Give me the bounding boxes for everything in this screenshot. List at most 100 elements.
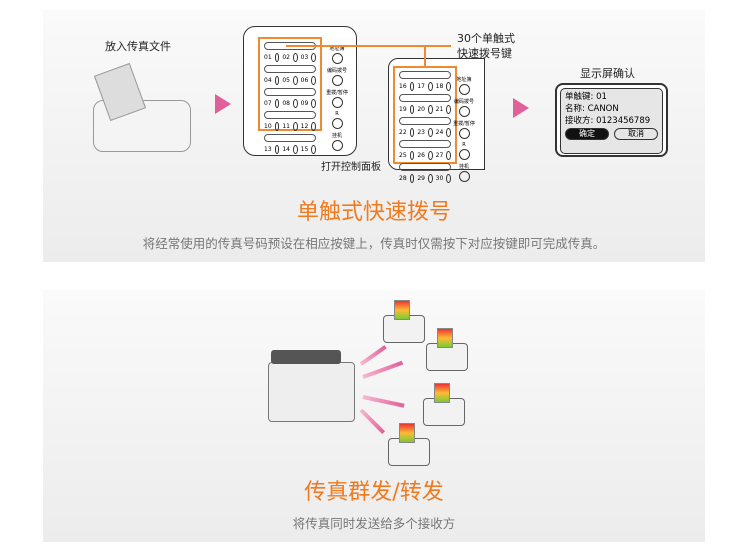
key-button-icon[interactable]: [292, 145, 298, 154]
key-button-icon[interactable]: [409, 82, 415, 91]
key-button-icon[interactable]: [292, 122, 298, 131]
speed-key[interactable]: 18: [435, 83, 444, 90]
key-button-icon[interactable]: [427, 105, 433, 114]
key-label-strip: [264, 134, 316, 142]
key-button-icon[interactable]: [292, 99, 298, 108]
key-button-icon[interactable]: [427, 82, 433, 91]
speed-key[interactable]: 12: [300, 123, 309, 130]
speed-key[interactable]: 30: [435, 175, 444, 182]
key-button-icon[interactable]: [274, 99, 280, 108]
side-button[interactable]: [458, 149, 470, 160]
side-button[interactable]: [458, 171, 470, 182]
speed-key[interactable]: 15: [300, 146, 309, 153]
arrow-icon: [359, 408, 386, 435]
key-button-icon[interactable]: [292, 53, 298, 62]
key-button-icon[interactable]: [427, 128, 433, 137]
printer-scanner: [271, 350, 341, 364]
speed-key[interactable]: 06: [300, 77, 309, 84]
speed-key[interactable]: 23: [417, 129, 425, 136]
speed-key[interactable]: 21: [435, 106, 444, 113]
speed-key[interactable]: 08: [282, 100, 290, 107]
speed-key[interactable]: 07: [264, 100, 272, 107]
key-label-strip: [399, 163, 451, 171]
key-button-icon[interactable]: [311, 99, 316, 108]
side-button[interactable]: [331, 75, 343, 86]
speed-key[interactable]: 29: [417, 175, 425, 182]
speed-key[interactable]: 14: [282, 146, 290, 153]
fax-receiver-icon: [383, 300, 425, 343]
key-label-strip: [264, 88, 316, 96]
speed-key[interactable]: 11: [282, 123, 290, 130]
arrow-icon: [362, 360, 404, 379]
section-description: 将传真同时发送给多个接收方: [292, 516, 456, 531]
key-button-icon[interactable]: [274, 76, 280, 85]
key-button-icon[interactable]: [427, 174, 433, 183]
speed-key[interactable]: 26: [417, 152, 425, 159]
screen-line2: 名称: CANON: [565, 104, 619, 114]
side-button[interactable]: [331, 53, 343, 64]
key-button-icon[interactable]: [409, 105, 415, 114]
key-button-icon[interactable]: [427, 151, 433, 160]
key-button-icon[interactable]: [409, 128, 415, 137]
section-title: 传真群发/转发: [304, 480, 444, 505]
key-button-icon[interactable]: [446, 174, 451, 183]
side-button-label: 地址簿: [329, 46, 345, 52]
speed-key[interactable]: 09: [300, 100, 309, 107]
arrow-icon: [513, 98, 529, 118]
fax-receiver-icon: [388, 423, 430, 466]
key-button-icon[interactable]: [274, 53, 280, 62]
arrow-icon: [359, 345, 387, 366]
key-button-icon[interactable]: [409, 151, 415, 160]
speed-key[interactable]: 17: [417, 83, 425, 90]
fax-receiver-icon: [426, 328, 468, 371]
speed-key[interactable]: 16: [399, 83, 407, 90]
key-label-strip: [399, 71, 451, 79]
cancel-button[interactable]: 取消: [614, 128, 658, 140]
speed-key[interactable]: 03: [300, 54, 309, 61]
speed-key[interactable]: 24: [435, 129, 444, 136]
confirm-button[interactable]: 确定: [565, 128, 609, 140]
key-button-icon[interactable]: [446, 82, 451, 91]
key-button-icon[interactable]: [311, 145, 316, 154]
arrow-icon: [215, 94, 231, 114]
side-button[interactable]: [331, 140, 343, 151]
step3-label: 显示屏确认: [580, 67, 635, 80]
speed-key[interactable]: 28: [399, 175, 407, 182]
side-button-label: 重拨/暂停: [453, 121, 475, 127]
key-label-strip: [264, 111, 316, 119]
speed-key[interactable]: 22: [399, 129, 407, 136]
speed-key[interactable]: 20: [417, 106, 425, 113]
side-button[interactable]: [458, 106, 470, 117]
speed-key[interactable]: 13: [264, 146, 272, 153]
key-button-icon[interactable]: [311, 122, 316, 131]
side-button-label: 编码拨号: [453, 99, 474, 105]
speed-key[interactable]: 04: [264, 77, 272, 84]
key-button-icon[interactable]: [446, 128, 451, 137]
side-button-label: 挂机: [458, 164, 469, 170]
speed-key[interactable]: 19: [399, 106, 407, 113]
key-button-icon[interactable]: [292, 76, 298, 85]
speed-key[interactable]: 05: [282, 77, 290, 84]
fax-receiver-icon: [423, 383, 465, 426]
side-button[interactable]: [458, 84, 470, 95]
speed-key[interactable]: 01: [264, 54, 272, 61]
side-button[interactable]: [458, 128, 470, 139]
key-button-icon[interactable]: [274, 122, 280, 131]
speed-key[interactable]: 27: [435, 152, 444, 159]
key-button-icon[interactable]: [446, 105, 451, 114]
arrow-icon: [362, 395, 405, 408]
speed-key[interactable]: 10: [264, 123, 272, 130]
speed-key[interactable]: 25: [399, 152, 407, 159]
key-button-icon[interactable]: [311, 53, 316, 62]
side-button[interactable]: [331, 118, 343, 129]
key-label-strip: [399, 140, 451, 148]
side-button[interactable]: [331, 97, 343, 108]
key-button-icon[interactable]: [274, 145, 280, 154]
key-button-icon[interactable]: [311, 76, 316, 85]
key-button-icon[interactable]: [446, 151, 451, 160]
side-button-label: 地址簿: [456, 77, 472, 83]
speed-key[interactable]: 02: [282, 54, 290, 61]
key-button-icon[interactable]: [409, 174, 415, 183]
